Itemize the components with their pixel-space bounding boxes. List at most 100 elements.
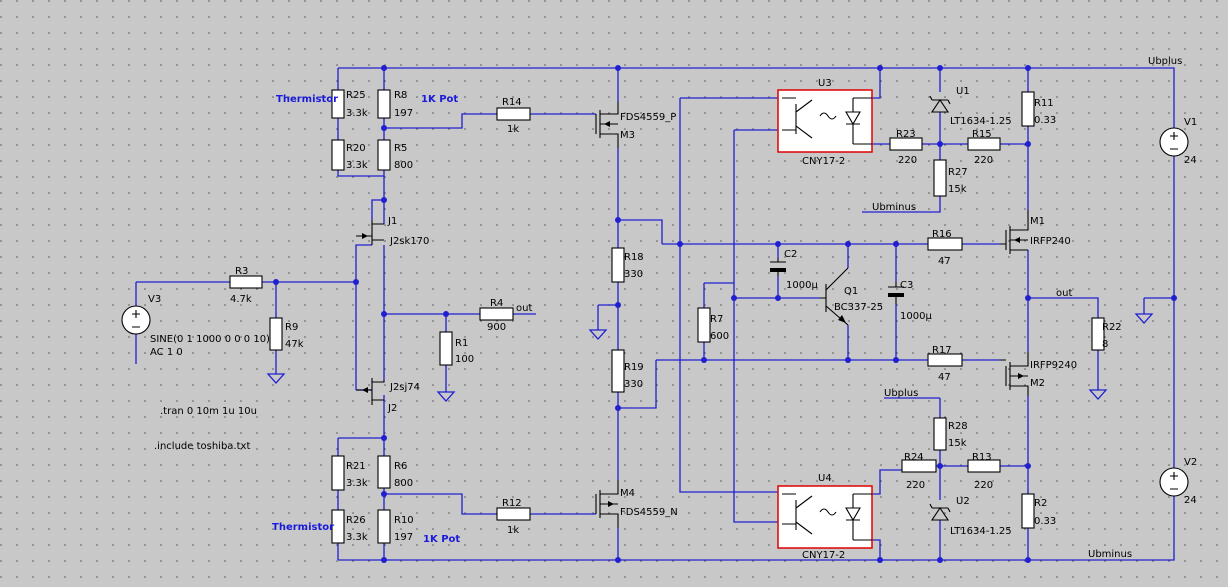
resistor-r19 — [611, 349, 625, 393]
m2-model: IRFP9240 — [1030, 360, 1077, 371]
r28-value: 15k — [948, 438, 967, 449]
resistor-r24 — [901, 459, 937, 473]
resistor-r7 — [697, 307, 711, 343]
u4-model: CNY17-2 — [802, 550, 845, 561]
resistor-r20 — [331, 139, 345, 171]
mosfet-m1-symbol — [1000, 210, 1029, 254]
j2-model: J2sj74 — [389, 382, 420, 393]
r9-name: R9 — [285, 322, 298, 333]
r1-name: R1 — [455, 338, 468, 349]
rail-label-ubplus-top: Ubplus — [1148, 56, 1182, 67]
r18-name: R18 — [624, 252, 644, 263]
r2-name: R2 — [1034, 498, 1047, 509]
r4-value: 900 — [487, 322, 506, 333]
resistor-r14 — [496, 107, 531, 121]
r1-value: 100 — [455, 354, 474, 365]
r27-name: R27 — [948, 167, 968, 178]
ground-icon — [436, 391, 456, 402]
r27-value: 15k — [948, 184, 967, 195]
r8-name: R8 — [394, 90, 407, 101]
resistor-r28 — [933, 417, 947, 451]
r15-name: R15 — [972, 129, 992, 140]
j1-model: J2sk170 — [389, 236, 429, 247]
u3-name: U3 — [818, 78, 832, 89]
r6-name: R6 — [394, 461, 407, 472]
r22-name: R22 — [1102, 322, 1122, 333]
resistor-r15 — [967, 137, 1001, 151]
r17-value: 47 — [938, 372, 951, 383]
r25-name: R25 — [346, 90, 366, 101]
r9-value: 47k — [285, 339, 304, 350]
resistor-r23 — [889, 137, 923, 151]
c2-value: 1000µ — [786, 280, 818, 291]
directive-include: .include toshiba.txt — [154, 441, 250, 452]
source-v1-symbol — [1159, 127, 1189, 157]
ground-icon — [266, 373, 286, 384]
annotation-thermistor-top: Thermistor — [276, 94, 338, 105]
annotation-thermistor-bottom: Thermistor — [272, 522, 334, 533]
r20-name: R20 — [346, 143, 366, 154]
source-v2-symbol — [1159, 467, 1189, 497]
r16-name: R16 — [932, 229, 952, 240]
u3-model: CNY17-2 — [802, 156, 845, 167]
r10-value: 197 — [394, 532, 413, 543]
reference-u1-symbol — [929, 95, 951, 113]
m1-name: M1 — [1030, 216, 1045, 227]
resistor-r18 — [611, 247, 625, 283]
ground-icon — [1088, 389, 1108, 400]
r19-value: 330 — [624, 379, 643, 390]
annotation-pot-top: 1K Pot — [421, 94, 458, 105]
v1-name: V1 — [1184, 117, 1197, 128]
r14-value: 1k — [507, 124, 519, 135]
resistor-r13 — [967, 459, 1001, 473]
r15-value: 220 — [974, 155, 993, 166]
resistor-r26 — [331, 509, 345, 544]
directive-tran: .tran 0 10m 1u 10u — [160, 406, 257, 417]
r7-name: R7 — [710, 314, 723, 325]
resistor-r3 — [229, 275, 263, 289]
r8-value: 197 — [394, 108, 413, 119]
labels: Ubplus Ubminus Ubminus Ubplus out out Th… — [148, 56, 1197, 561]
bjt-q1-symbol — [820, 267, 849, 326]
r16-value: 47 — [938, 256, 951, 267]
r23-value: 220 — [898, 155, 917, 166]
capacitor-c2-symbol — [770, 258, 786, 276]
u1-model: LT1634-1.25 — [950, 116, 1012, 127]
r6-value: 800 — [394, 478, 413, 489]
r28-name: R28 — [948, 421, 968, 432]
v2-name: V2 — [1184, 457, 1197, 468]
ground-icon — [588, 329, 608, 340]
resistor-r2 — [1021, 493, 1035, 529]
r4-name: R4 — [490, 298, 503, 309]
ground-symbols — [266, 313, 1154, 402]
m4-model: FDS4559_N — [620, 507, 678, 518]
source-v3-symbol — [121, 305, 151, 335]
rail-label-ubminus-bottom: Ubminus — [1088, 549, 1132, 560]
r26-name: R26 — [346, 515, 366, 526]
r17-name: R17 — [932, 345, 952, 356]
u2-model: LT1634-1.25 — [950, 526, 1012, 537]
resistor-r22 — [1091, 317, 1105, 351]
resistor-r11 — [1021, 91, 1035, 127]
resistor-r27 — [933, 159, 947, 197]
net-label-out-r4: out — [516, 303, 532, 314]
m2-name: M2 — [1030, 378, 1045, 389]
u2-name: U2 — [956, 496, 970, 507]
voltage-sources — [121, 127, 1189, 497]
m3-model: FDS4559_P — [620, 112, 676, 123]
r12-name: R12 — [502, 498, 522, 509]
r25-value: 3.3k — [346, 108, 368, 119]
c2-name: C2 — [784, 249, 797, 260]
optocoupler-u3-symbol — [777, 89, 873, 153]
r5-value: 800 — [394, 160, 413, 171]
r24-value: 220 — [906, 480, 925, 491]
capacitor-symbols — [770, 258, 904, 304]
resistor-r12 — [496, 507, 531, 521]
resistor-bodies — [229, 89, 1105, 544]
m4-name: M4 — [620, 488, 635, 499]
mosfet-m2-symbol — [1000, 352, 1029, 396]
reference-u2-symbol — [929, 503, 951, 521]
m3-name: M3 — [620, 130, 635, 141]
